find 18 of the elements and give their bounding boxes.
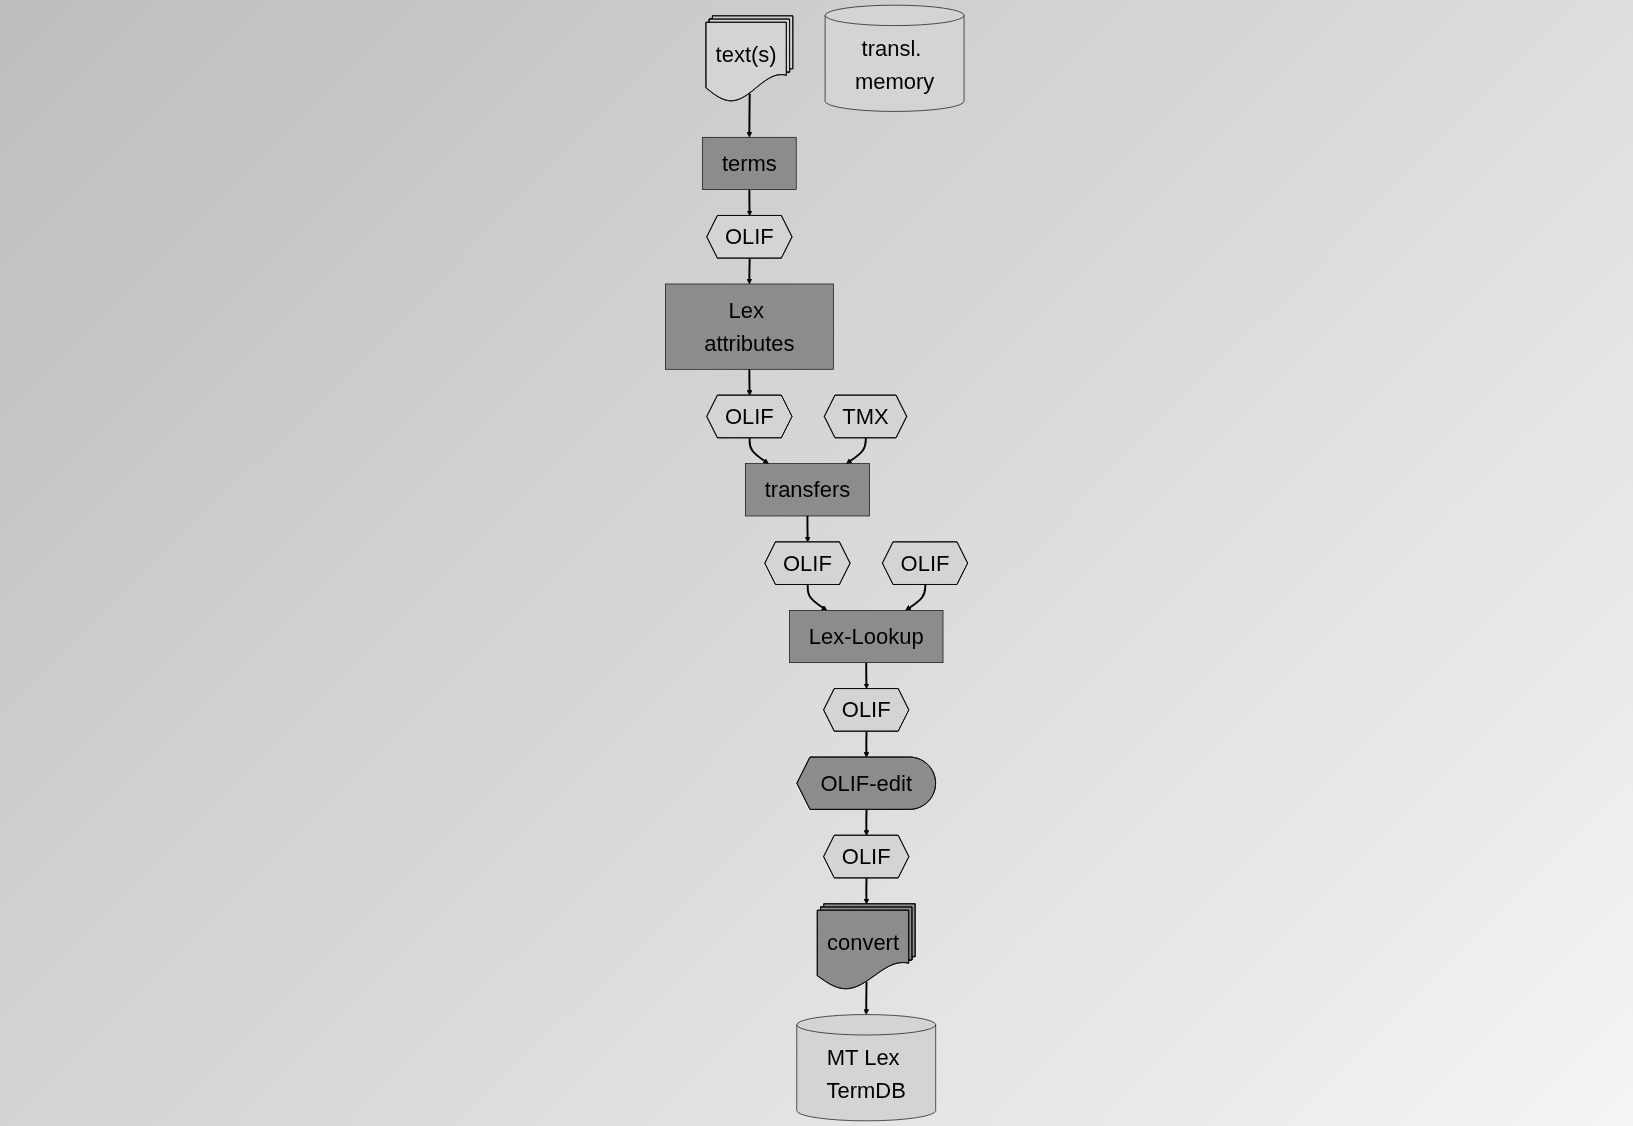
node-box: Lex-Lookup [789, 610, 944, 663]
arrow [746, 92, 753, 138]
arrow [846, 437, 867, 464]
arrow [863, 808, 870, 836]
node-box: transfers [745, 463, 870, 517]
arrow [746, 257, 753, 285]
arrow [863, 730, 870, 758]
node-box: Lex attributes [665, 283, 834, 370]
arrow [863, 877, 870, 905]
arrow [905, 583, 927, 611]
arrow [746, 368, 753, 396]
arrow [748, 437, 769, 464]
arrow [804, 515, 811, 543]
node-box: terms [702, 136, 797, 190]
arrow [746, 188, 753, 217]
arrow [806, 583, 828, 611]
arrow [863, 980, 870, 1015]
arrow [863, 661, 870, 690]
